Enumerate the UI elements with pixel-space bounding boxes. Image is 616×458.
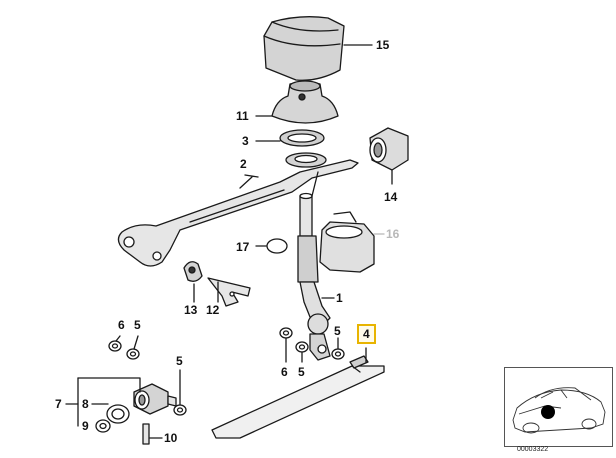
small-ring-part[interactable] xyxy=(95,419,111,433)
rod-guide-line xyxy=(311,171,319,197)
gearshift-support-arm-part[interactable] xyxy=(117,152,359,267)
circlip-part[interactable] xyxy=(255,238,288,254)
selector-rod-part[interactable] xyxy=(297,192,335,361)
part-label-8[interactable]: 8 xyxy=(82,397,89,411)
part-label-10[interactable]: 10 xyxy=(164,431,178,445)
part-label-4[interactable]: 4 xyxy=(357,324,376,344)
part-label-5-left[interactable]: 5 xyxy=(134,318,141,332)
washer-right-5[interactable] xyxy=(331,337,345,360)
part-label-16[interactable]: 16 xyxy=(386,227,400,241)
part-label-2[interactable]: 2 xyxy=(240,157,247,171)
washer-left-6[interactable] xyxy=(108,335,122,352)
part-label-5-mid[interactable]: 5 xyxy=(298,365,305,379)
part-label-14[interactable]: 14 xyxy=(384,190,398,204)
part-label-13[interactable]: 13 xyxy=(184,303,198,317)
washer-lower-5[interactable] xyxy=(173,369,187,416)
clip-part[interactable] xyxy=(183,261,203,303)
part-label-6-left[interactable]: 6 xyxy=(118,318,125,332)
part-label-5-lower[interactable]: 5 xyxy=(176,354,183,368)
washer-mid-6[interactable] xyxy=(279,327,293,363)
bushing-part[interactable] xyxy=(369,127,409,185)
part-label-6-mid[interactable]: 6 xyxy=(281,365,288,379)
part-label-7[interactable]: 7 xyxy=(55,397,62,411)
rubber-grommet-part[interactable] xyxy=(255,80,339,124)
vehicle-locator-thumbnail xyxy=(504,367,613,447)
part-label-5-right[interactable]: 5 xyxy=(334,324,341,338)
selector-shaft-part[interactable] xyxy=(211,347,385,439)
car-silhouette-icon xyxy=(512,387,606,434)
part-label-11[interactable]: 11 xyxy=(236,109,249,123)
joint-part[interactable] xyxy=(133,383,177,415)
part-label-15[interactable]: 15 xyxy=(376,38,390,52)
bearing-ring-part[interactable] xyxy=(255,129,325,147)
diagram-id-caption: 00003322 xyxy=(517,446,549,453)
bracket-part[interactable] xyxy=(207,277,251,307)
washer-left-5[interactable] xyxy=(126,335,140,360)
washer-mid-5[interactable] xyxy=(295,341,309,363)
part-label-17[interactable]: 17 xyxy=(236,240,250,254)
ring-part[interactable] xyxy=(106,404,130,424)
part-label-9[interactable]: 9 xyxy=(82,419,89,433)
bearing-sleeve-part[interactable] xyxy=(319,211,385,273)
callout-bracket xyxy=(65,377,141,427)
part-label-1[interactable]: 1 xyxy=(336,291,343,305)
shift-boot-part[interactable] xyxy=(263,16,373,81)
part-label-3[interactable]: 3 xyxy=(242,134,249,148)
part-label-12[interactable]: 12 xyxy=(206,303,220,317)
pin-part[interactable] xyxy=(142,423,163,445)
